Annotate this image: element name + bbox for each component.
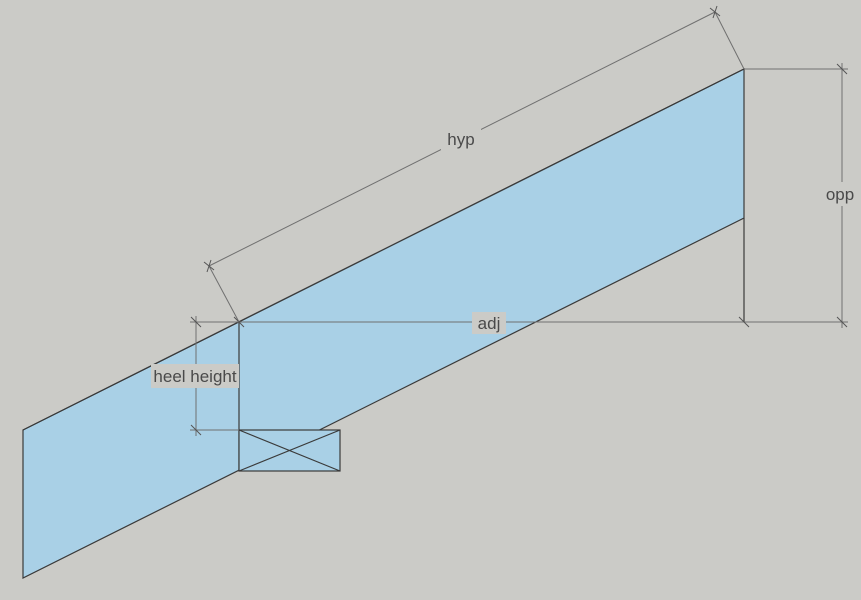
heel-height-label-bg (151, 364, 239, 388)
hyp-dimension: hyp (203, 5, 745, 323)
adj-label-bg (472, 312, 506, 334)
opp-dimension: opp (744, 63, 861, 328)
hyp-label: hyp (447, 130, 474, 149)
opp-label: opp (826, 185, 854, 204)
heel-height-label: heel height (153, 367, 236, 386)
heel-height-dimension: heel height (151, 316, 239, 436)
adj-label: adj (478, 314, 501, 333)
adj-dimension: adj (233, 312, 750, 334)
opp-label-bg (823, 182, 861, 206)
rafter-top-edge (22, 68, 745, 431)
hyp-label-bg (441, 127, 481, 151)
rafter-board (22, 68, 745, 579)
wall-plate (238, 429, 341, 472)
